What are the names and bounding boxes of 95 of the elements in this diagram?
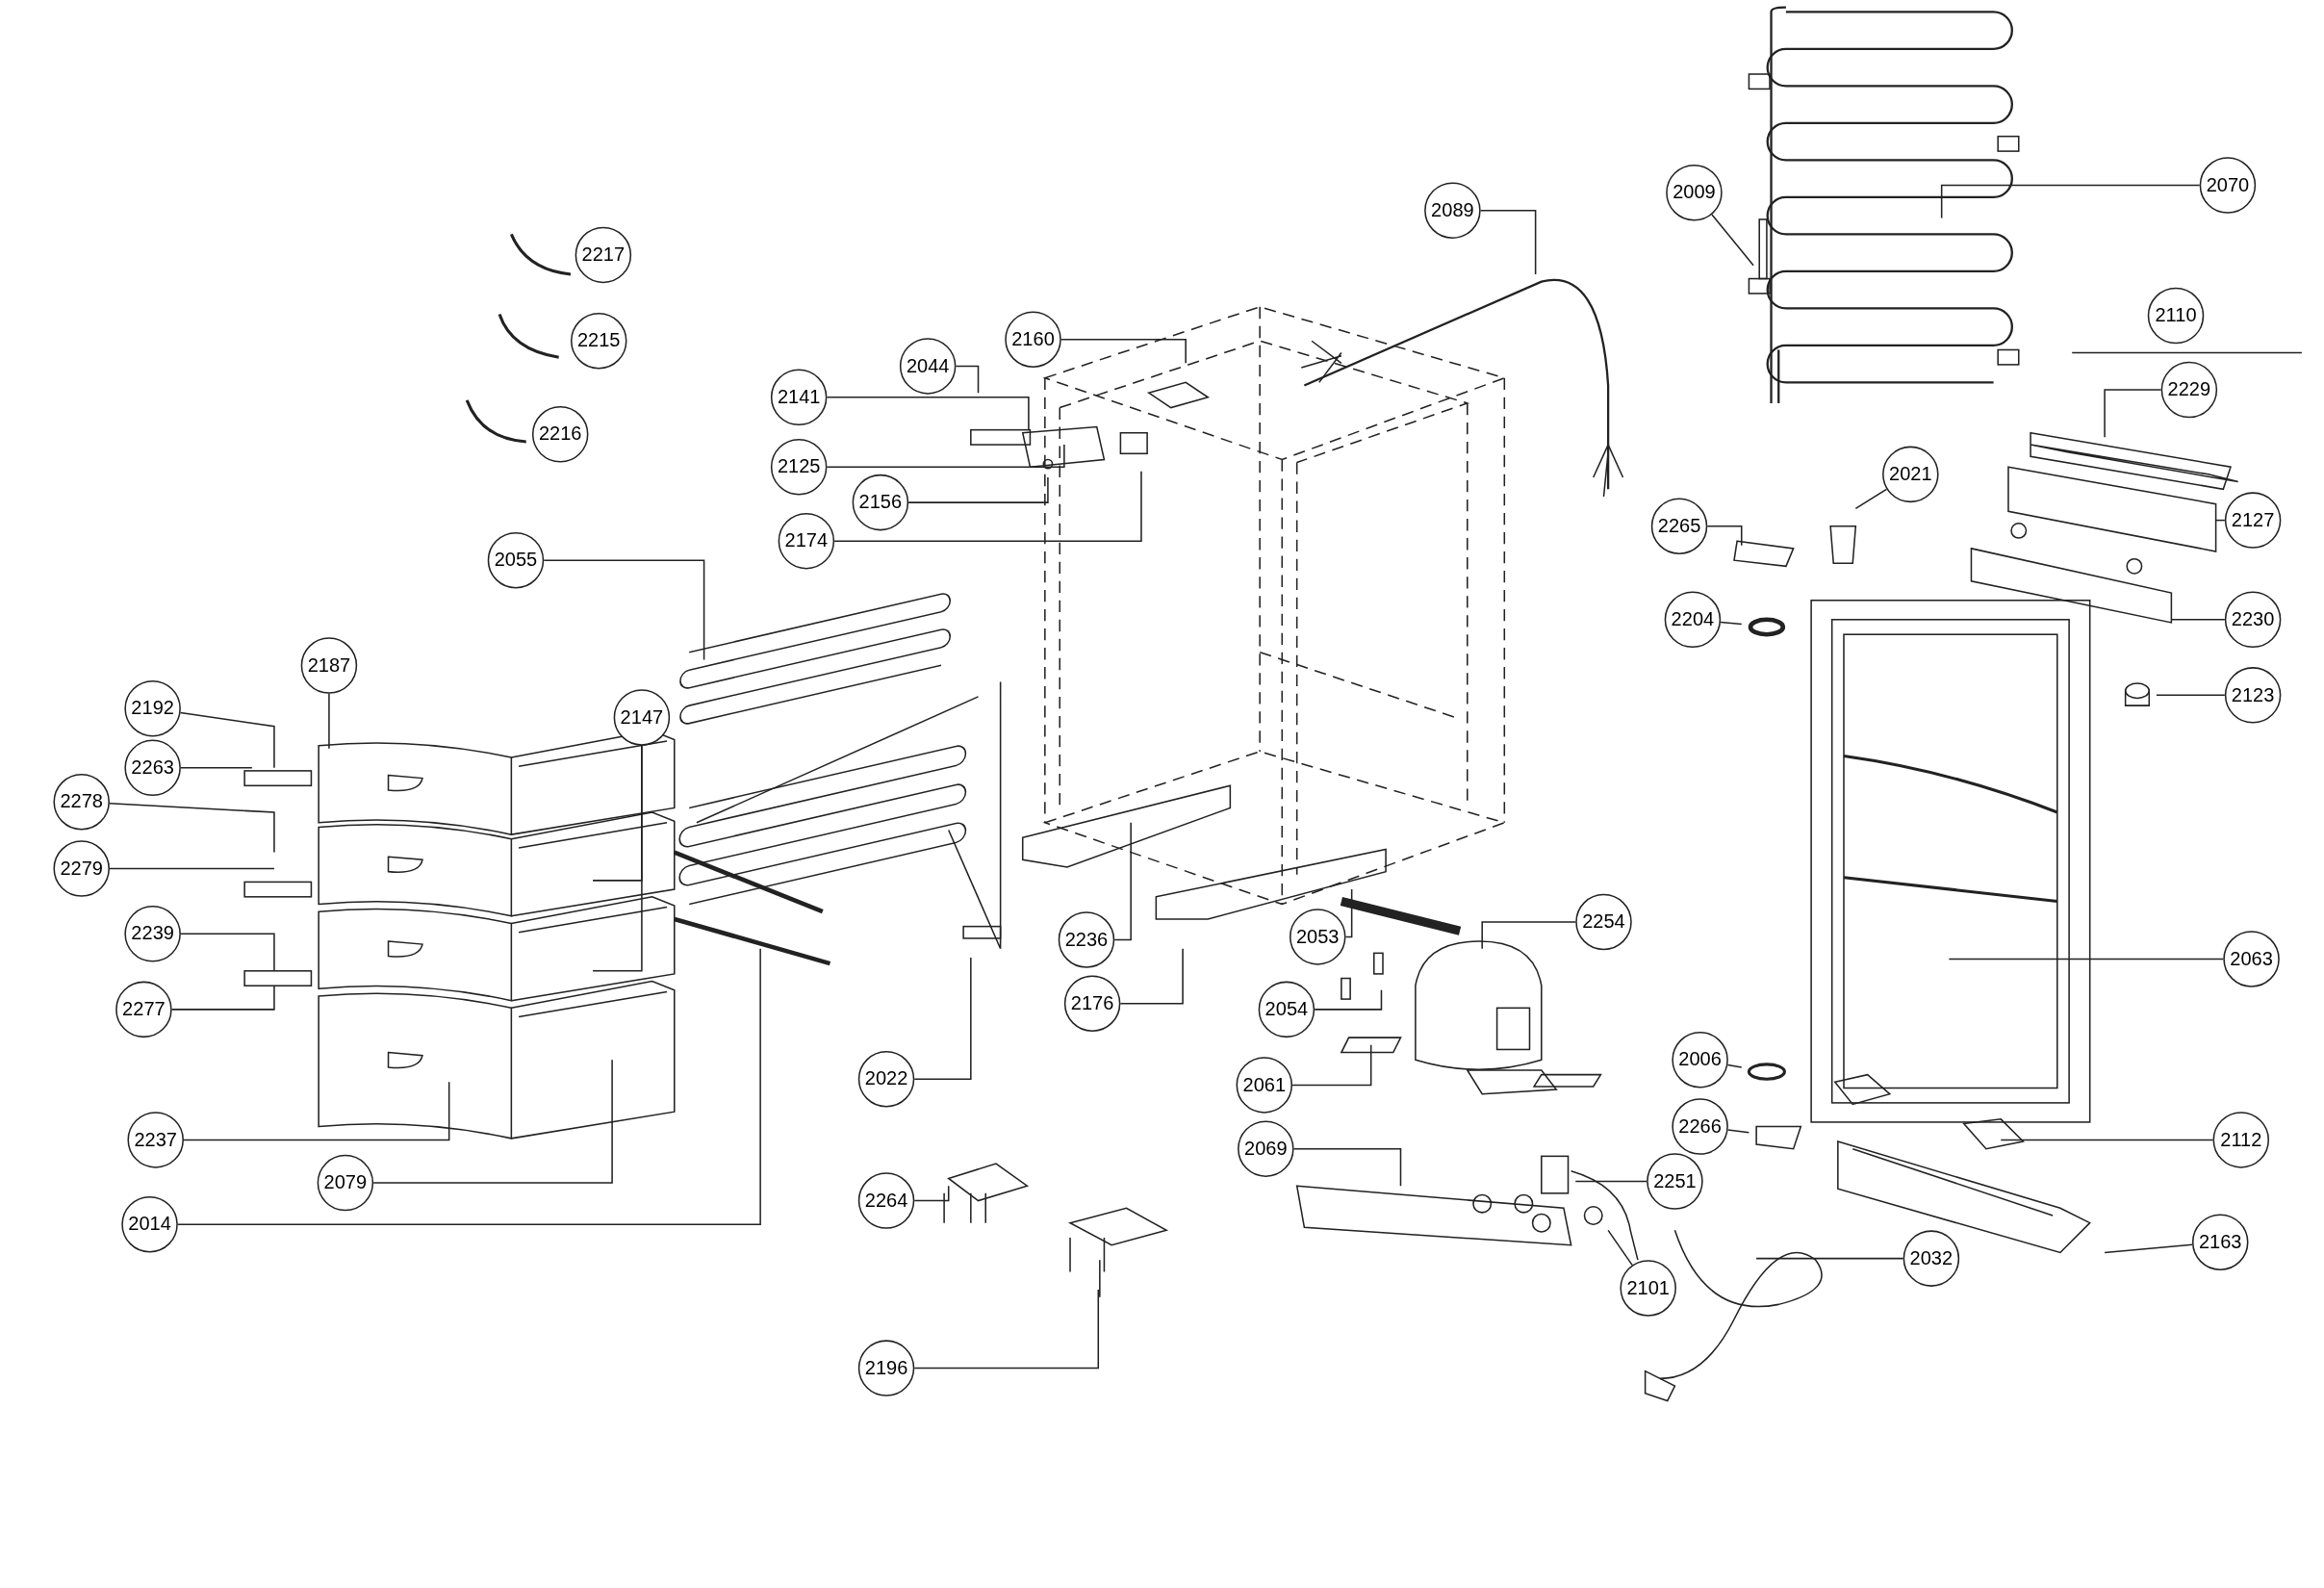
leader-line <box>180 933 275 972</box>
callout-number: 2069 <box>1238 1120 1294 1177</box>
leader-line <box>913 1185 950 1202</box>
callout-number: 2021 <box>1882 446 1939 503</box>
callout-number: 2187 <box>300 637 358 694</box>
leader-line <box>955 365 980 394</box>
leader-line <box>177 947 761 1225</box>
leader-line <box>1479 209 1537 275</box>
leader-line <box>1720 621 1743 626</box>
leader-line <box>1113 822 1132 941</box>
callout-number: 2009 <box>1666 164 1723 221</box>
callout-number: 2022 <box>857 1051 915 1108</box>
leader-line <box>913 957 972 1081</box>
callout-number: 2237 <box>127 1112 184 1168</box>
leader-line <box>2104 1243 2193 1254</box>
callout-number: 2174 <box>778 512 835 570</box>
leader-line <box>170 985 275 1011</box>
callout-number: 2125 <box>770 438 828 496</box>
callout-number: 2229 <box>2160 361 2218 419</box>
callout-number: 2141 <box>770 369 828 426</box>
callout-number: 2006 <box>1672 1032 1728 1089</box>
callout-number: 2264 <box>857 1172 915 1229</box>
callout-number: 2236 <box>1058 911 1115 968</box>
leader-line <box>543 559 705 661</box>
callout-number: 2053 <box>1289 909 1346 965</box>
callout-number: 2163 <box>2191 1214 2249 1270</box>
leader-line <box>1711 214 1754 267</box>
callout-number: 2054 <box>1258 981 1315 1038</box>
leader-line <box>180 767 253 769</box>
leader-line <box>2000 1139 2214 1141</box>
callout-number: 2070 <box>2199 157 2257 214</box>
leader-line <box>109 803 275 854</box>
leader-line <box>1607 1229 1633 1267</box>
callout-number: 2032 <box>1903 1230 1960 1287</box>
leader-line <box>913 1289 1100 1370</box>
leader-line <box>592 744 643 972</box>
callout-number: 2089 <box>1424 182 1481 239</box>
leader-line <box>833 471 1142 542</box>
callout-number: 2239 <box>124 906 181 962</box>
leader-line <box>328 693 330 750</box>
callout-number: 2127 <box>2224 492 2282 549</box>
leader-line <box>1854 488 1888 510</box>
callout-number: 2055 <box>487 531 545 589</box>
callout-number: 2147 <box>613 689 671 746</box>
callout-number: 2192 <box>124 679 181 737</box>
callout-number: 2263 <box>124 739 181 797</box>
callout-number: 2251 <box>1647 1153 1703 1210</box>
callout-number: 2044 <box>899 338 957 395</box>
leader-line <box>183 1081 450 1141</box>
leader-line <box>1706 525 1743 547</box>
callout-number: 2204 <box>1664 591 1722 649</box>
leader-line <box>1755 1257 1904 1260</box>
callout-number: 2101 <box>1620 1260 1676 1317</box>
leader-line <box>1314 989 1383 1011</box>
callout-number: 2277 <box>115 981 172 1038</box>
callout-number: 2279 <box>53 840 110 897</box>
leader-line <box>1060 338 1187 365</box>
callout-number: 2014 <box>121 1195 178 1253</box>
leader-line <box>826 397 1030 431</box>
leader-line <box>907 476 1049 503</box>
leader-line <box>1291 1044 1372 1087</box>
callout-number: 2156 <box>852 474 909 531</box>
callout-number: 2079 <box>317 1154 374 1212</box>
callout-number: 2278 <box>53 774 110 831</box>
callout-number: 2265 <box>1650 498 1708 555</box>
leader-line <box>372 1059 613 1184</box>
leader-line <box>2170 619 2226 621</box>
callout-number: 2230 <box>2224 591 2282 649</box>
leader-line <box>2156 694 2226 697</box>
leader-line <box>826 444 1065 468</box>
callout-number: 2216 <box>531 406 589 463</box>
callout-number: 2123 <box>2224 667 2282 724</box>
leader-line <box>1119 947 1184 1005</box>
leader-line <box>1726 1063 1743 1068</box>
leader-line <box>1292 1147 1402 1187</box>
callout-number: 2254 <box>1575 893 1632 951</box>
leader-line <box>1574 1180 1647 1183</box>
callout-number: 2061 <box>1236 1057 1293 1114</box>
leader-line <box>1948 958 2225 960</box>
callout-number: 2176 <box>1063 975 1121 1032</box>
callout-number: 2196 <box>857 1340 915 1396</box>
leader-line <box>179 711 275 769</box>
leader-line <box>1344 888 1353 938</box>
callout-number: 2215 <box>571 313 627 370</box>
callout-number: 2160 <box>1005 311 1061 368</box>
leader-line <box>2104 389 2162 439</box>
callout-number: 2112 <box>2212 1112 2270 1168</box>
callout-number: 2110 <box>2147 287 2205 345</box>
callout-number: 2217 <box>575 226 632 284</box>
callout-number: 2063 <box>2223 931 2280 987</box>
leader-line <box>1726 1129 1750 1134</box>
leader-line <box>1940 184 2201 219</box>
leader-line <box>1481 921 1576 950</box>
leader-line <box>109 867 275 870</box>
callout-number: 2266 <box>1672 1098 1728 1155</box>
